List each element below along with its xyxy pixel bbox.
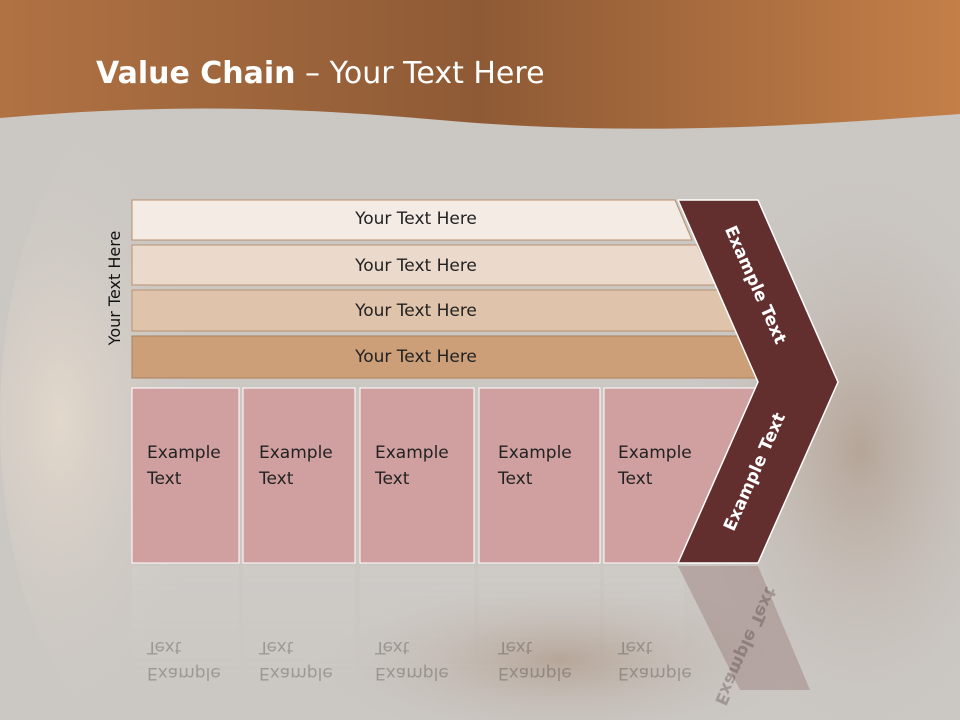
box-4-text: Example Text: [498, 440, 598, 492]
box-1-reflection-line2: Text: [147, 637, 182, 657]
box-3-line1: Example: [375, 443, 449, 463]
box-3-shape: [359, 387, 475, 564]
row-2-label: Your Text Here: [355, 256, 477, 276]
row-1-shape: [131, 199, 693, 241]
box-2-text: Example Text: [259, 440, 359, 492]
slide-title: Value Chain – Your Text Here: [96, 54, 545, 94]
row-1-label: Your Text Here: [355, 209, 477, 229]
box-1-line2: Text: [147, 469, 182, 489]
box-3-reflection: Example Text: [375, 634, 475, 686]
box-4-reflection: Example Text: [498, 634, 598, 686]
box-4-shape: [478, 387, 601, 564]
title-bold: Value Chain: [96, 56, 296, 91]
box-2-reflection-line1: Example: [259, 663, 333, 683]
box-4-reflection-line1: Example: [498, 663, 572, 683]
box-3-line2: Text: [375, 469, 410, 489]
box-1-text: Example Text: [147, 440, 247, 492]
box-3-reflection-line1: Example: [375, 663, 449, 683]
box-1-line1: Example: [147, 443, 221, 463]
box-1-reflection: Example Text: [147, 634, 247, 686]
box-1-shape: [131, 387, 240, 564]
vertical-label: Your Text Here: [105, 230, 124, 346]
box-5-text: Example Text: [618, 440, 718, 492]
box-5-line2: Text: [618, 469, 653, 489]
box-5-reflection-line2: Text: [618, 637, 653, 657]
box-5-line1: Example: [618, 443, 692, 463]
box-5-reflection-line1: Example: [618, 663, 692, 683]
title-rest: – Your Text Here: [295, 56, 545, 91]
box-2-reflection-line2: Text: [259, 637, 294, 657]
box-4-line1: Example: [498, 443, 572, 463]
box-2-line1: Example: [259, 443, 333, 463]
reflection-group: [132, 566, 810, 690]
chevron-shape: [677, 199, 839, 564]
box-4-reflection-line2: Text: [498, 637, 533, 657]
box-4-line2: Text: [498, 469, 533, 489]
row-4-label: Your Text Here: [355, 347, 477, 367]
box-2-reflection: Example Text: [259, 634, 359, 686]
box-3-text: Example Text: [375, 440, 475, 492]
box-5-reflection: Example Text: [618, 634, 718, 686]
row-3-label: Your Text Here: [355, 301, 477, 321]
box-1-reflection-line1: Example: [147, 663, 221, 683]
box-3-reflection-line2: Text: [375, 637, 410, 657]
box-2-shape: [242, 387, 356, 564]
box-2-line2: Text: [259, 469, 294, 489]
header-band: [0, 0, 960, 129]
